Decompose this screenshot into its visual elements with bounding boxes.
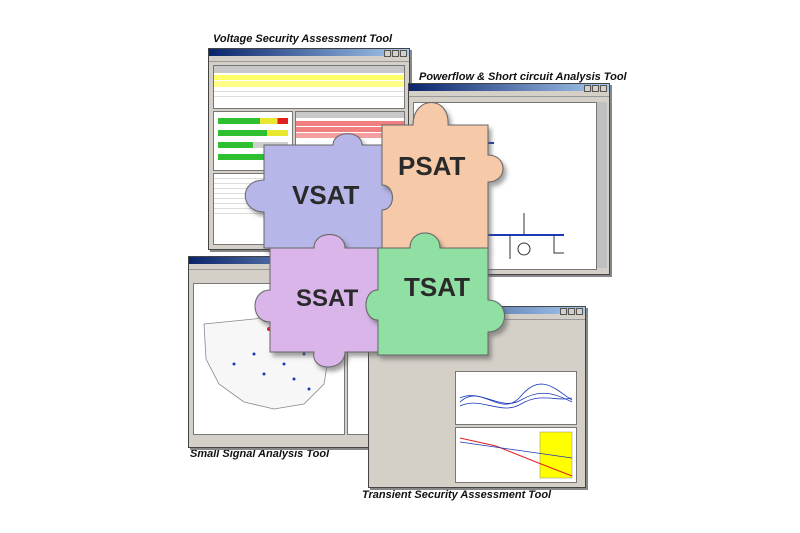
ssat-piece [254, 234, 379, 368]
vsat-menubar [209, 56, 409, 62]
psat-piece-label: PSAT [398, 151, 466, 181]
tsat-window-buttons[interactable] [560, 308, 583, 315]
vsat-table-panel [213, 65, 405, 109]
ssat-tool-caption: Small Signal Analysis Tool [190, 448, 330, 460]
psat-titlebar [409, 84, 609, 91]
psat-tool-caption: Powerflow & Short circuit Analysis Tool [419, 71, 627, 83]
vsat-piece-label: VSAT [292, 180, 360, 210]
vsat-bars-panel [213, 111, 293, 171]
ssat-piece-label: SSAT [296, 285, 359, 312]
tsat-piece [365, 232, 505, 356]
tsat-margin-plot [459, 431, 573, 479]
tsat-tool-caption: Transient Security Assessment Tool [362, 489, 552, 501]
tsat-plot-top [455, 371, 577, 425]
psat-scrollbar[interactable] [597, 102, 607, 268]
vsat-window-buttons[interactable] [384, 50, 407, 57]
psat-menubar [409, 91, 609, 97]
tsat-piece-label: TSAT [404, 272, 470, 302]
vsat-tool-caption: Voltage Security Assessment Tool [213, 33, 393, 45]
vsat-titlebar [209, 49, 409, 56]
tsat-plot-bottom [455, 427, 577, 483]
psat-piece [381, 102, 504, 249]
tsat-swing-curves [459, 383, 573, 409]
psat-window-buttons[interactable] [584, 85, 607, 92]
